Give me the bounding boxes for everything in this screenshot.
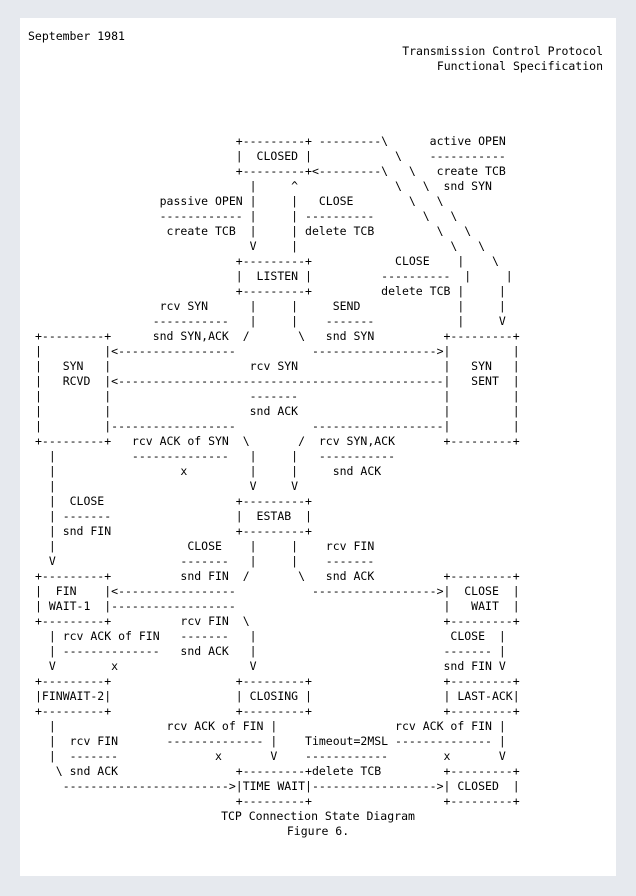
diagram-line: | x | | snd ACK — [35, 464, 382, 478]
diagram-line: +---------+ snd SYN,ACK / \ snd SYN +---… — [35, 329, 520, 343]
caption-title: TCP Connection State Diagram — [221, 809, 415, 823]
diagram-line: | V V — [35, 479, 299, 493]
diagram-line: +---------+ delete TCB | | — [35, 284, 506, 298]
diagram-line: +---------+<---------\ \ create TCB — [35, 164, 506, 178]
diagram-line: ------------ | | ---------- \ \ — [35, 209, 458, 223]
diagram-line: ----------- | | ------- | V — [35, 314, 506, 328]
diagram-line: | rcv ACK of FIN | rcv ACK of FIN | — [35, 719, 506, 733]
diagram-line: | |<----------------- ------------------… — [35, 344, 520, 358]
figure-caption: TCP Connection State Diagram Figure 6. — [20, 809, 616, 839]
diagram-line: |FINWAIT-2| | CLOSING | | LAST-ACK| — [35, 689, 520, 703]
diagram-line: | -------------- | | ----------- — [35, 449, 396, 463]
diagram-line: | ^ \ \ snd SYN — [35, 179, 492, 193]
diagram-line: passive OPEN | | CLOSE \ \ — [35, 194, 444, 208]
diagram-line: V | \ \ — [35, 239, 486, 253]
diagram-line: ------------------------>|TIME WAIT|----… — [35, 779, 520, 793]
diagram-line: | WAIT-1 |------------------ | WAIT | — [35, 599, 520, 613]
diagram-line: rcv SYN | | SEND | | — [35, 299, 506, 313]
diagram-line: create TCB | | delete TCB \ \ — [35, 224, 472, 238]
diagram-line: | rcv ACK of FIN ------- | CLOSE | — [35, 629, 506, 643]
diagram-line: | RCVD |<-------------------------------… — [35, 374, 520, 388]
diagram-line: | | snd ACK | | — [35, 404, 520, 418]
diagram-line: | |------------------ ------------------… — [35, 419, 520, 433]
diagram-line: | CLOSE +---------+ — [35, 494, 312, 508]
diagram-line: | rcv FIN -------------- | Timeout=2MSL … — [35, 734, 506, 748]
document-subtitle: Functional Specification — [436, 59, 603, 73]
diagram-line: +---------+ CLOSE | \ — [35, 254, 499, 268]
diagram-line: +---------+ rcv FIN \ +---------+ — [35, 614, 520, 628]
document-title: Transmission Control Protocol — [402, 44, 603, 58]
diagram-line: | -------------- snd ACK | ------- | — [35, 644, 506, 658]
diagram-line: +---------+ rcv ACK of SYN \ / rcv SYN,A… — [35, 434, 520, 448]
diagram-line: | | ------- | | — [35, 389, 520, 403]
diagram-line: | ------- x V ------------ x V — [35, 749, 506, 763]
diagram-line: V x V snd FIN V — [35, 659, 506, 673]
diagram-line: +---------+ ---------\ active OPEN — [35, 134, 506, 148]
caption-figure-number: Figure 6. — [286, 824, 350, 838]
diagram-line: +---------+ +---------+ +---------+ — [35, 704, 520, 718]
diagram-line: \ snd ACK +---------+delete TCB +-------… — [35, 764, 520, 778]
diagram-line: +---------+ +---------+ +---------+ — [35, 674, 520, 688]
diagram-line: | snd FIN +---------+ — [35, 524, 312, 538]
diagram-line: | CLOSED | \ ----------- — [35, 149, 506, 163]
diagram-line: +---------+ +---------+ — [35, 794, 520, 808]
diagram-line: | LISTEN | ---------- | | — [35, 269, 513, 283]
document-page: September 1981 Transmission Control Prot… — [20, 18, 616, 876]
diagram-line: | ------- | ESTAB | — [35, 509, 312, 523]
tcp-state-diagram: +---------+ ---------\ active OPEN | CLO… — [35, 134, 520, 809]
diagram-line: | FIN |<----------------- --------------… — [35, 584, 520, 598]
diagram-line: | CLOSE | | rcv FIN — [35, 539, 375, 553]
diagram-line: +---------+ snd FIN / \ snd ACK +-------… — [35, 569, 520, 583]
diagram-line: | SYN | rcv SYN | SYN | — [35, 359, 520, 373]
diagram-line: V ------- | | ------- — [35, 554, 375, 568]
document-date: September 1981 — [28, 29, 125, 43]
